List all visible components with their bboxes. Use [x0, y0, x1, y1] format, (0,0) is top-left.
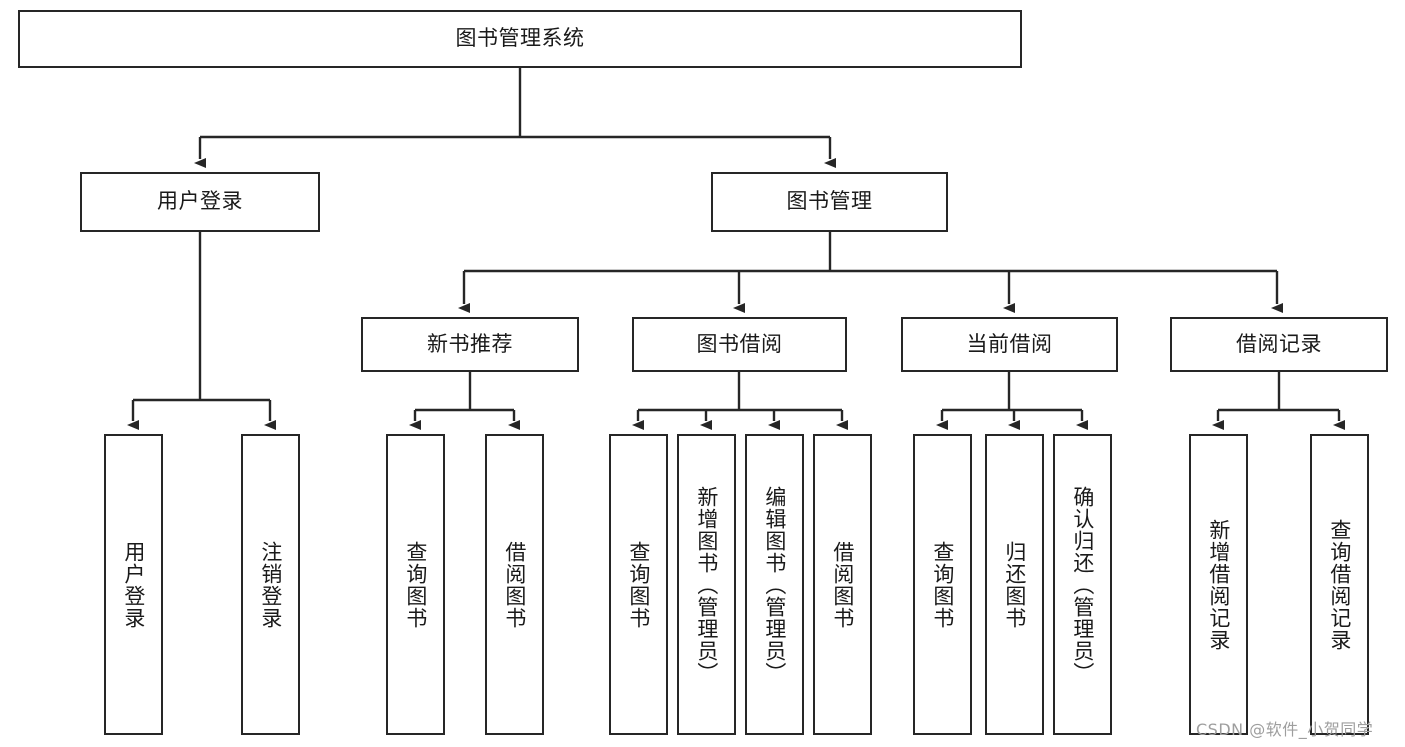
node-leaf-7[interactable]: 借阅图书: [813, 434, 872, 735]
node-root-label: 图书管理系统: [455, 26, 585, 51]
node-leaf-5[interactable]: 新增图书（管理员）: [677, 434, 736, 735]
node-root[interactable]: 图书管理系统: [18, 10, 1022, 68]
node-level2-1[interactable]: 图书管理: [711, 172, 948, 232]
node-leaf-5-label: 新增图书（管理员）: [694, 485, 719, 684]
node-leaf-9-label: 归还图书: [1002, 540, 1027, 629]
node-level3-2-label: 当前借阅: [966, 331, 1053, 356]
node-leaf-10-label: 确认归还（管理员）: [1070, 485, 1095, 684]
node-leaf-2[interactable]: 查询图书: [386, 434, 445, 735]
node-level3-1[interactable]: 图书借阅: [632, 317, 847, 372]
node-leaf-2-label: 查询图书: [403, 540, 428, 629]
node-level3-1-label: 图书借阅: [696, 331, 783, 356]
node-level3-3[interactable]: 借阅记录: [1170, 317, 1388, 372]
node-level3-2[interactable]: 当前借阅: [901, 317, 1118, 372]
node-leaf-9[interactable]: 归还图书: [985, 434, 1044, 735]
node-level3-0-label: 新书推荐: [427, 331, 513, 356]
node-leaf-8-label: 查询图书: [930, 540, 955, 629]
node-leaf-6-label: 编辑图书（管理员）: [762, 485, 787, 684]
node-leaf-4-label: 查询图书: [626, 540, 651, 629]
node-leaf-6[interactable]: 编辑图书（管理员）: [745, 434, 804, 735]
csdn-watermark: CSDN @软件_小贺同学: [1196, 720, 1374, 739]
node-leaf-3[interactable]: 借阅图书: [485, 434, 544, 735]
node-leaf-1-label: 注销登录: [258, 540, 283, 629]
node-leaf-10[interactable]: 确认归还（管理员）: [1053, 434, 1112, 735]
node-level2-1-label: 图书管理: [786, 189, 873, 214]
node-leaf-12-label: 查询借阅记录: [1327, 518, 1352, 651]
node-leaf-12[interactable]: 查询借阅记录: [1310, 434, 1369, 735]
node-leaf-11-label: 新增借阅记录: [1206, 518, 1231, 651]
node-level2-0-label: 用户登录: [157, 189, 243, 214]
node-leaf-8[interactable]: 查询图书: [913, 434, 972, 735]
node-leaf-0-label: 用户登录: [121, 540, 146, 629]
node-leaf-0[interactable]: 用户登录: [104, 434, 163, 735]
node-leaf-11[interactable]: 新增借阅记录: [1189, 434, 1248, 735]
node-level3-3-label: 借阅记录: [1236, 331, 1322, 356]
node-leaf-4[interactable]: 查询图书: [609, 434, 668, 735]
node-level3-0[interactable]: 新书推荐: [361, 317, 579, 372]
node-leaf-7-label: 借阅图书: [830, 540, 855, 629]
node-leaf-3-label: 借阅图书: [502, 540, 527, 629]
node-leaf-1[interactable]: 注销登录: [241, 434, 300, 735]
node-level2-0[interactable]: 用户登录: [80, 172, 320, 232]
